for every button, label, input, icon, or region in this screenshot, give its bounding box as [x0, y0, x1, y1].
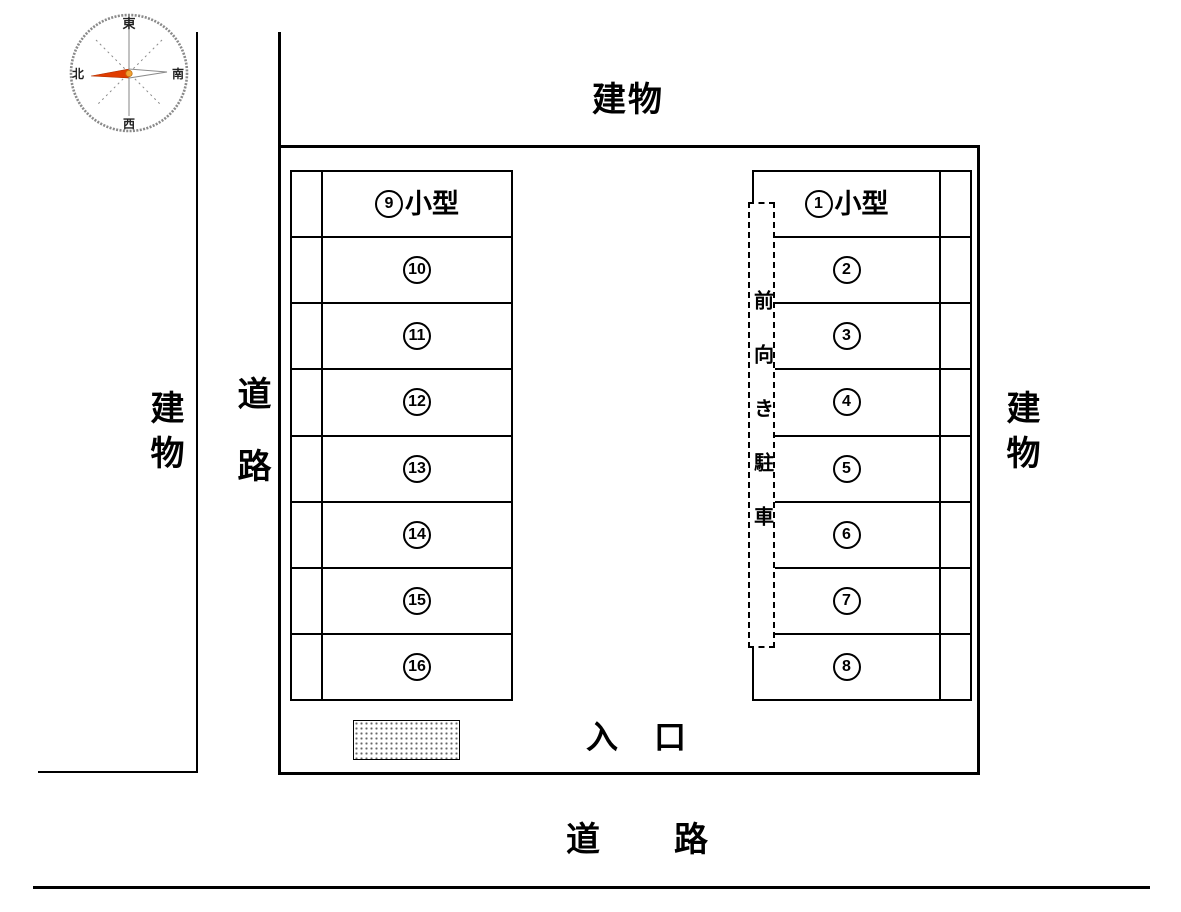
stall-side-cell: [939, 304, 970, 369]
stall-2: 2: [754, 238, 970, 305]
stall-side-cell: [292, 304, 323, 369]
stall-14: 14: [292, 502, 511, 569]
stall-side-cell: [939, 568, 970, 633]
stall-number-circle: 12: [403, 388, 431, 417]
stall-side-cell: [939, 502, 970, 567]
road-label-left: 道路: [232, 376, 270, 520]
stall-number-circle: 10: [403, 256, 431, 285]
stall-side-cell: [939, 634, 970, 699]
stall-number-circle: 1: [804, 190, 833, 219]
left-road-boundary-line: [196, 32, 198, 773]
stall-side-cell: [292, 436, 323, 501]
hatched-area: [353, 720, 460, 760]
building-label-left: 建物: [145, 390, 183, 480]
stall-16: 16: [292, 634, 511, 699]
stall-number-circle: 9: [375, 190, 403, 219]
bottom-road-line: [33, 886, 1150, 889]
svg-text:東: 東: [122, 16, 135, 31]
stall-size-label: 小型: [834, 188, 889, 219]
stall-12: 12: [292, 370, 511, 437]
stall-side-cell: [292, 370, 323, 435]
stall-side-cell: [292, 634, 323, 699]
left-building-bottom-line: [38, 771, 196, 773]
stall-number-circle: 13: [403, 454, 431, 483]
stall-number-circle: 2: [832, 256, 861, 285]
parking-lot-boundary: [278, 145, 980, 775]
stall-number-circle: 7: [832, 586, 861, 615]
stall-number-circle: 11: [403, 322, 431, 351]
stall-number-circle: 8: [832, 652, 861, 681]
road-label-bottom: 道 路: [566, 821, 710, 859]
svg-text:南: 南: [172, 66, 184, 81]
stall-side-cell: [292, 568, 323, 633]
stall-10: 10: [292, 238, 511, 305]
stall-number-circle: 14: [403, 520, 431, 549]
building-label-right: 建物: [1001, 390, 1039, 480]
stall-number-circle: 3: [832, 322, 861, 351]
stall-side-cell: [939, 370, 970, 435]
stall-3: 3: [754, 304, 970, 371]
stall-11: 11: [292, 304, 511, 371]
stall-side-cell: [292, 502, 323, 567]
front-facing-parking-label: 前向き駐車: [750, 290, 773, 560]
stall-13: 13: [292, 436, 511, 503]
stall-side-cell: [292, 238, 323, 303]
stall-side-cell: [939, 436, 970, 501]
stall-8: 8: [754, 634, 970, 699]
building-label-top: 建物: [592, 81, 664, 119]
stall-size-label: 小型: [405, 188, 459, 219]
stall-number-circle: 4: [832, 388, 861, 417]
stall-number-circle: 16: [403, 652, 431, 681]
stall-5: 5: [754, 436, 970, 503]
stall-4: 4: [754, 370, 970, 437]
lot-left-wall-extension: [278, 32, 281, 148]
stall-number-circle: 6: [832, 520, 861, 549]
stall-side-cell: [939, 172, 970, 237]
svg-text:西: 西: [123, 117, 135, 131]
front-facing-parking-zone: 前向き駐車: [748, 202, 775, 648]
stall-side-cell: [292, 172, 323, 237]
svg-text:北: 北: [72, 66, 84, 81]
entrance-label: 入 口: [586, 719, 689, 755]
stall-number-circle: 5: [832, 454, 861, 483]
stall-number-circle: 15: [403, 586, 431, 615]
compass-rose-icon: 東 北 南 西: [69, 13, 189, 133]
stall-15: 15: [292, 568, 511, 635]
stall-6: 6: [754, 502, 970, 569]
stall-side-cell: [939, 238, 970, 303]
stall-7: 7: [754, 568, 970, 635]
